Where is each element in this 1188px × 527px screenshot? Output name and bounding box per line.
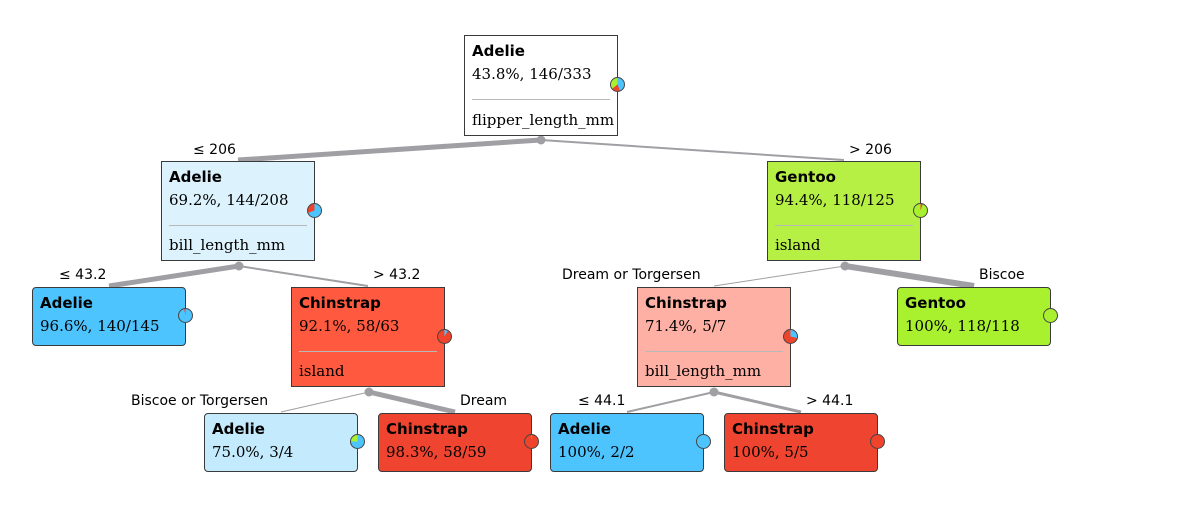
edge-label-bill-gt-44: > 44.1 (806, 393, 854, 409)
node-stats: 71.4%, 5/7 (645, 317, 727, 335)
node-stats: 92.1%, 58/63 (299, 317, 400, 335)
node-right[interactable]: Gentoo 94.4%, 118/125 island (767, 161, 921, 261)
node-divider (472, 99, 610, 100)
node-class-label: Adelie (40, 294, 93, 312)
node-right-right-leaf[interactable]: Gentoo 100%, 118/118 (897, 287, 1051, 346)
class-distribution-pie-icon (524, 434, 539, 449)
class-distribution-pie-icon (913, 203, 928, 218)
class-distribution-pie-icon (610, 77, 625, 92)
class-distribution-pie-icon (783, 329, 798, 344)
edge-left-right (238, 265, 369, 287)
node-split-feature: island (775, 236, 821, 254)
node-divider (299, 351, 437, 352)
edge-label-island-biscoe-torgersen: Biscoe or Torgersen (131, 393, 269, 409)
split-point-dot (536, 135, 546, 145)
node-stats: 96.6%, 140/145 (40, 317, 160, 335)
node-stats: 43.8%, 146/333 (472, 65, 592, 83)
edge-right-left (713, 265, 846, 287)
node-stats: 98.3%, 58/59 (386, 443, 487, 461)
edge-label-island-dream: Dream (460, 393, 508, 409)
node-split-feature: bill_length_mm (645, 362, 762, 380)
edge-root-right (540, 139, 845, 161)
node-stats: 94.4%, 118/125 (775, 191, 895, 209)
class-distribution-pie-icon (1043, 308, 1058, 323)
node-class-label: Gentoo (905, 294, 966, 312)
node-stats: 100%, 2/2 (558, 443, 635, 461)
node-island-right-leaf[interactable]: Chinstrap 98.3%, 58/59 (378, 413, 532, 472)
node-right-left[interactable]: Chinstrap 71.4%, 5/7 bill_length_mm (637, 287, 791, 387)
split-point-dot (840, 261, 850, 271)
node-stats: 69.2%, 144/208 (169, 191, 289, 209)
node-left-right[interactable]: Chinstrap 92.1%, 58/63 island (291, 287, 445, 387)
edge-bill-right (713, 390, 802, 414)
node-split-feature: island (299, 362, 345, 380)
split-point-dot (364, 387, 374, 397)
node-stats: 75.0%, 3/4 (212, 443, 294, 461)
edge-bill-left (626, 391, 715, 413)
node-split-feature: bill_length_mm (169, 236, 286, 254)
node-class-label: Chinstrap (732, 420, 814, 438)
edge-root-left (237, 137, 542, 163)
edge-label-bill-le: ≤ 43.2 (59, 267, 107, 283)
class-distribution-pie-icon (178, 308, 193, 323)
edge-label-bill-gt: > 43.2 (373, 267, 421, 283)
node-class-label: Gentoo (775, 168, 836, 186)
node-stats: 100%, 118/118 (905, 317, 1020, 335)
class-distribution-pie-icon (350, 434, 365, 449)
class-distribution-pie-icon (870, 434, 885, 449)
node-divider (645, 351, 783, 352)
class-distribution-pie-icon (437, 329, 452, 344)
edge-label-bill-le-44: ≤ 44.1 (578, 393, 626, 409)
node-divider (775, 225, 913, 226)
node-class-label: Adelie (169, 168, 222, 186)
split-point-dot (709, 387, 719, 397)
node-bill-left-leaf[interactable]: Adelie 100%, 2/2 (550, 413, 704, 472)
node-class-label: Chinstrap (299, 294, 381, 312)
node-left-left-leaf[interactable]: Adelie 96.6%, 140/145 (32, 287, 186, 346)
node-class-label: Adelie (558, 420, 611, 438)
node-class-label: Chinstrap (386, 420, 468, 438)
split-point-dot (234, 261, 244, 271)
node-bill-right-leaf[interactable]: Chinstrap 100%, 5/5 (724, 413, 878, 472)
edge-right-right (844, 263, 975, 289)
edge-label-flipper-gt: > 206 (849, 142, 892, 158)
edge-left-left (108, 263, 240, 289)
node-class-label: Adelie (472, 42, 525, 60)
node-root[interactable]: Adelie 43.8%, 146/333 flipper_length_mm (464, 35, 618, 136)
class-distribution-pie-icon (696, 434, 711, 449)
node-stats: 100%, 5/5 (732, 443, 809, 461)
edge-label-island-dream-torgersen: Dream or Torgersen (562, 267, 701, 283)
node-class-label: Adelie (212, 420, 265, 438)
edge-label-island-biscoe: Biscoe (979, 267, 1025, 283)
node-class-label: Chinstrap (645, 294, 727, 312)
node-island-left-leaf[interactable]: Adelie 75.0%, 3/4 (204, 413, 358, 472)
node-split-feature: flipper_length_mm (472, 111, 615, 129)
node-left[interactable]: Adelie 69.2%, 144/208 bill_length_mm (161, 161, 315, 261)
node-divider (169, 225, 307, 226)
edge-island-left (280, 391, 370, 413)
class-distribution-pie-icon (307, 203, 322, 218)
edge-label-flipper-le: ≤ 206 (193, 142, 236, 158)
edge-island-right (368, 389, 456, 415)
